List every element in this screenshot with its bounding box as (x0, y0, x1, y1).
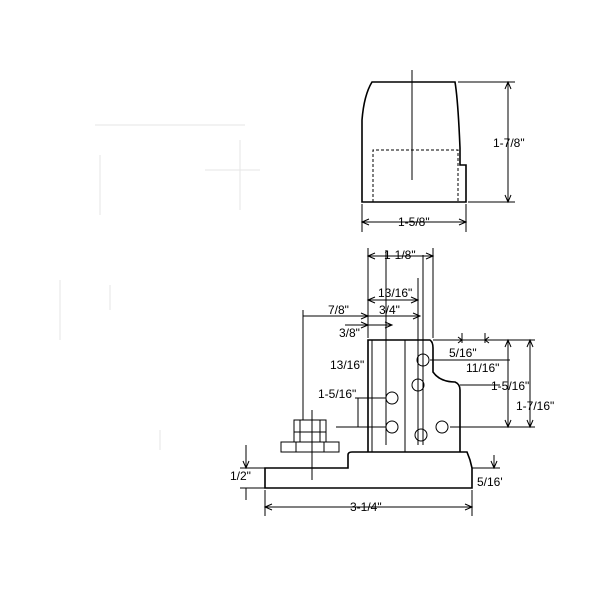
mounting-holes (385, 353, 449, 442)
dim-3-1-4-label: 3-1/4" (350, 500, 382, 514)
bracket-body (367, 339, 461, 452)
hole (414, 428, 428, 442)
background-faint-lines (59, 124, 260, 450)
top-width-label: 1-5/8" (398, 215, 430, 229)
side-view: 1-1/8" 13/16" 7/8" 3/4" 3/8" 13/16" 1-5/… (230, 248, 554, 516)
top-height-label: 1-7/8" (493, 136, 525, 150)
hole (435, 420, 449, 434)
hex-nut (280, 419, 340, 453)
dim-3-4-label: 3/4" (379, 303, 400, 317)
hole (385, 420, 399, 434)
dim-1-2-label: 1/2" (230, 469, 251, 483)
dim-5-16-base-label: 5/16' (477, 475, 503, 489)
dim-11-16-label: 11/16" (466, 361, 499, 375)
dim-1-1-8-label: 1-1/8" (384, 248, 416, 262)
dim-3-8-label: 3/8" (339, 326, 360, 340)
dim-13-16-left-label: 13/16" (330, 358, 364, 372)
top-view-outline (361, 81, 467, 203)
dim-5-16-hole-label: 5/16" (449, 346, 477, 360)
dim-1-5-16-right-label: 1-5/16" (491, 379, 529, 393)
base-plate (264, 451, 473, 489)
dim-13-16-top-label: 13/16" (378, 286, 412, 300)
dim-7-8-label: 7/8" (328, 303, 349, 317)
hidden-cavity (372, 149, 459, 202)
top-view: 1-7/8" 1-5/8" (360, 70, 525, 232)
hole (385, 391, 399, 405)
dim-1-5-16-left-label: 1-5/16" (318, 387, 356, 401)
dim-1-7-16-label: 1-7/16" (516, 399, 554, 413)
